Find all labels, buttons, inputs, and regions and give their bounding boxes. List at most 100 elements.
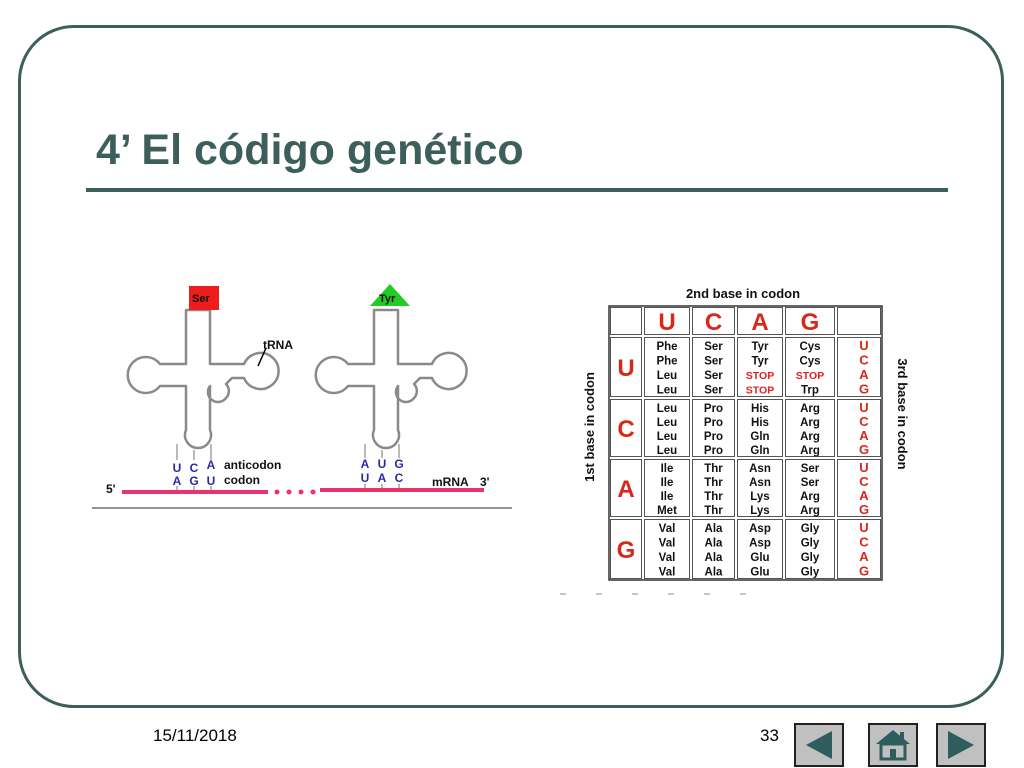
amino-acid-label: STOP: [796, 370, 824, 382]
table-cell-border: [737, 519, 783, 579]
left-anticodon-base: U: [173, 461, 182, 475]
amino-acid-label: Gly: [801, 523, 820, 535]
amino-acid-label: Glu: [750, 566, 769, 578]
table-cell-border: [837, 337, 881, 397]
table-cell-border: [785, 337, 835, 397]
right-anticodon-base: A: [361, 457, 370, 471]
home-icon: [876, 730, 910, 761]
home-button[interactable]: [868, 723, 918, 767]
right-trna-outline: [314, 308, 468, 450]
amino-acid-label: Thr: [704, 463, 723, 475]
left-trna-outline: [126, 308, 280, 450]
left-codon-base: A: [173, 474, 182, 488]
table-cell-border: [692, 519, 735, 579]
amino-acid-label: Ala: [705, 552, 724, 564]
table-cell-border: [837, 399, 881, 457]
amino-acid-label: Tyr: [751, 341, 769, 353]
third-base-label: C: [859, 352, 869, 367]
third-base-label: A: [859, 367, 869, 382]
table-cell-border: [610, 459, 642, 517]
table-cell-border: [644, 459, 690, 517]
amino-acid-label: Leu: [657, 431, 677, 443]
amino-acid-label: Arg: [800, 431, 820, 443]
amino-acid-label: Tyr: [751, 355, 769, 367]
first-base-label: 1st base in codon: [582, 372, 597, 482]
table-cell-border: [692, 399, 735, 457]
right-codon-base: C: [395, 471, 404, 485]
second-base-header: U: [658, 309, 675, 336]
amino-acid-label: Asp: [749, 523, 771, 535]
next-arrow-icon: [948, 731, 974, 759]
left-anticodon-base: C: [190, 461, 199, 475]
amino-acid-label: STOP: [746, 384, 774, 396]
trna-label-pointer: [257, 347, 267, 367]
amino-acid-label: Ser: [704, 384, 723, 396]
table-grid: [608, 305, 883, 581]
second-base-label: 2nd base in codon: [686, 286, 800, 301]
anticodon-label: anticodon: [224, 458, 281, 472]
amino-acid-label: Pro: [704, 417, 723, 429]
first-base-header: C: [617, 416, 634, 443]
amino-acid-label: Leu: [657, 370, 677, 382]
first-base-header: G: [617, 537, 636, 564]
second-base-header: A: [751, 309, 768, 336]
left-amino-box: [189, 286, 219, 310]
third-base-label: U: [859, 520, 868, 535]
amino-acid-label: Asp: [749, 537, 771, 549]
mrna-gap-dots: [274, 489, 316, 495]
first-base-header: A: [617, 476, 634, 503]
table-cell-border: [737, 459, 783, 517]
table-cell-border: [837, 307, 881, 335]
amino-acid-label: Pro: [704, 431, 723, 443]
table-cell-border: [785, 519, 835, 579]
table-cell-border: [644, 399, 690, 457]
left-codon-base: G: [189, 474, 198, 488]
table-cell-border: [644, 307, 690, 335]
amino-acid-label: Gly: [801, 537, 820, 549]
third-base-label: G: [859, 442, 869, 457]
prev-slide-button[interactable]: [794, 723, 844, 767]
second-base-header: C: [705, 309, 722, 336]
third-base-label: U: [859, 400, 868, 415]
amino-acid-label: Pro: [704, 403, 723, 415]
third-base-label: A: [859, 488, 869, 503]
table-cell-border: [692, 459, 735, 517]
right-anticodon-base: U: [378, 457, 387, 471]
table-cell-border: [837, 519, 881, 579]
amino-acid-label: STOP: [746, 370, 774, 382]
amino-acid-label: Arg: [800, 417, 820, 429]
right-codon-base: U: [361, 471, 370, 485]
table-cell-border: [610, 307, 642, 335]
amino-acid-label: Thr: [704, 505, 723, 517]
amino-acid-label: Lys: [750, 505, 769, 517]
third-base-label: G: [859, 502, 869, 517]
amino-acid-label: Gly: [801, 566, 820, 578]
three-prime-label: 3': [480, 475, 490, 489]
amino-acid-label: Arg: [800, 445, 820, 457]
amino-acid-label: Arg: [800, 403, 820, 415]
third-base-label: A: [859, 549, 869, 564]
slide-page-number: 33: [760, 726, 779, 745]
amino-acid-label: Trp: [801, 384, 819, 396]
slide-frame: [18, 25, 1004, 708]
second-base-header: G: [801, 309, 820, 336]
table-cell-border: [610, 337, 642, 397]
next-slide-button[interactable]: [936, 723, 986, 767]
amino-acid-label: His: [751, 403, 769, 415]
table-cell-border: [692, 307, 735, 335]
third-base-label: 3rd base in codon: [895, 358, 910, 469]
table-cell-border: [837, 459, 881, 517]
table-cell-border: [737, 337, 783, 397]
amino-acid-label: Asn: [749, 477, 771, 489]
amino-acid-label: Leu: [657, 445, 677, 457]
amino-acid-label: Leu: [657, 403, 677, 415]
amino-acid-label: Leu: [657, 384, 677, 396]
first-base-header: U: [617, 355, 634, 382]
third-base-label: U: [859, 460, 868, 475]
amino-acid-label: Cys: [799, 355, 820, 367]
left-codon-base: U: [207, 474, 216, 488]
left-amino-label: Ser: [192, 293, 210, 305]
amino-acid-label: Val: [659, 523, 676, 535]
five-prime-label: 5': [106, 482, 116, 496]
prev-arrow-icon: [806, 731, 832, 759]
